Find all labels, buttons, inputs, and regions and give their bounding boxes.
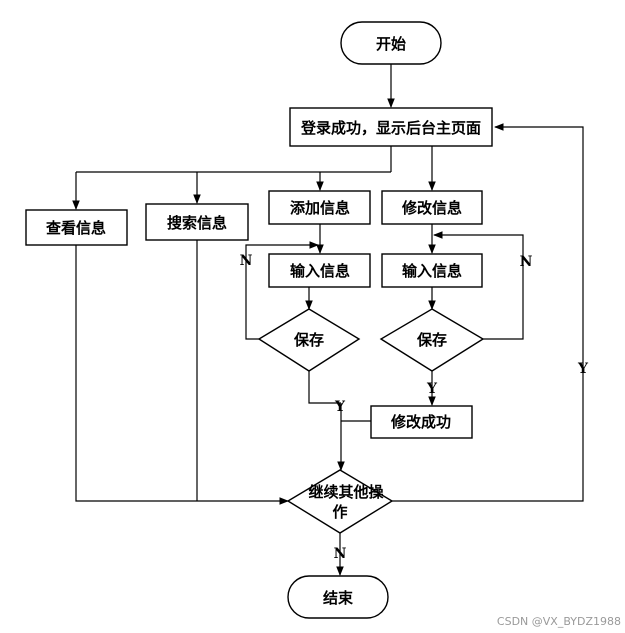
end-node: 结束 bbox=[287, 575, 389, 619]
search-node: 搜索信息 bbox=[145, 203, 249, 241]
login-box bbox=[289, 107, 493, 147]
edge-save-left-no-loop bbox=[245, 241, 319, 340]
edge-label-no-left: N bbox=[240, 253, 253, 269]
save-left-label: 保存 bbox=[293, 331, 324, 349]
input-right-label: 输入信息 bbox=[402, 262, 462, 280]
continue-label-line2: 作 bbox=[332, 503, 347, 521]
add-node: 添加信息 bbox=[268, 190, 371, 225]
view-label: 查看信息 bbox=[46, 219, 106, 237]
add-label: 添加信息 bbox=[290, 199, 350, 217]
watermark-text: CSDN @VX_BYDZ1988 bbox=[497, 615, 621, 628]
login-node: 登录成功，显示后台主页面 bbox=[289, 107, 493, 147]
save-right-node: 保存 bbox=[379, 308, 485, 372]
search-box bbox=[145, 203, 249, 241]
edge-continue-yes-loop bbox=[392, 123, 584, 502]
search-label: 搜索信息 bbox=[167, 214, 227, 232]
view-node: 查看信息 bbox=[25, 209, 128, 246]
edge-label-yes-loop: Y bbox=[577, 361, 589, 377]
edge-view-continue bbox=[75, 245, 289, 505]
end-label: 结束 bbox=[323, 589, 354, 607]
modify-ok-box bbox=[370, 405, 473, 439]
end-terminator bbox=[287, 575, 389, 619]
save-left-node: 保存 bbox=[257, 308, 361, 372]
connectors bbox=[72, 64, 584, 576]
modify-label: 修改信息 bbox=[401, 199, 462, 217]
edge-label-yes-right: Y bbox=[426, 381, 438, 397]
modify-box bbox=[381, 190, 483, 225]
save-right-label: 保存 bbox=[416, 331, 447, 349]
save-left-diamond bbox=[257, 308, 361, 372]
edge-label-yes-left: Y bbox=[334, 399, 346, 415]
save-right-diamond bbox=[379, 308, 485, 372]
continue-label-line1: 继续其他操 bbox=[308, 483, 384, 501]
start-terminator bbox=[340, 21, 442, 65]
input-right-box bbox=[381, 253, 483, 288]
view-box bbox=[25, 209, 128, 246]
start-label: 开始 bbox=[376, 35, 406, 53]
login-label: 登录成功，显示后台主页面 bbox=[300, 119, 481, 137]
start-node: 开始 bbox=[340, 21, 442, 65]
add-box bbox=[268, 190, 371, 225]
input-left-label: 输入信息 bbox=[290, 262, 350, 280]
input-left-node: 输入信息 bbox=[268, 253, 371, 288]
continue-node: 继续其他操 作 bbox=[286, 469, 394, 534]
edge-save-left-yes bbox=[308, 371, 341, 404]
modify-ok-label: 修改成功 bbox=[390, 413, 451, 431]
input-right-node: 输入信息 bbox=[381, 253, 483, 288]
edge-label-no-end: N bbox=[334, 546, 347, 562]
input-left-box bbox=[268, 253, 371, 288]
continue-diamond bbox=[286, 469, 394, 534]
modify-node: 修改信息 bbox=[381, 190, 483, 225]
edge-save-right-no-loop bbox=[433, 231, 524, 340]
modify-ok-node: 修改成功 bbox=[370, 405, 473, 439]
edge-label-no-right: N bbox=[520, 254, 533, 270]
